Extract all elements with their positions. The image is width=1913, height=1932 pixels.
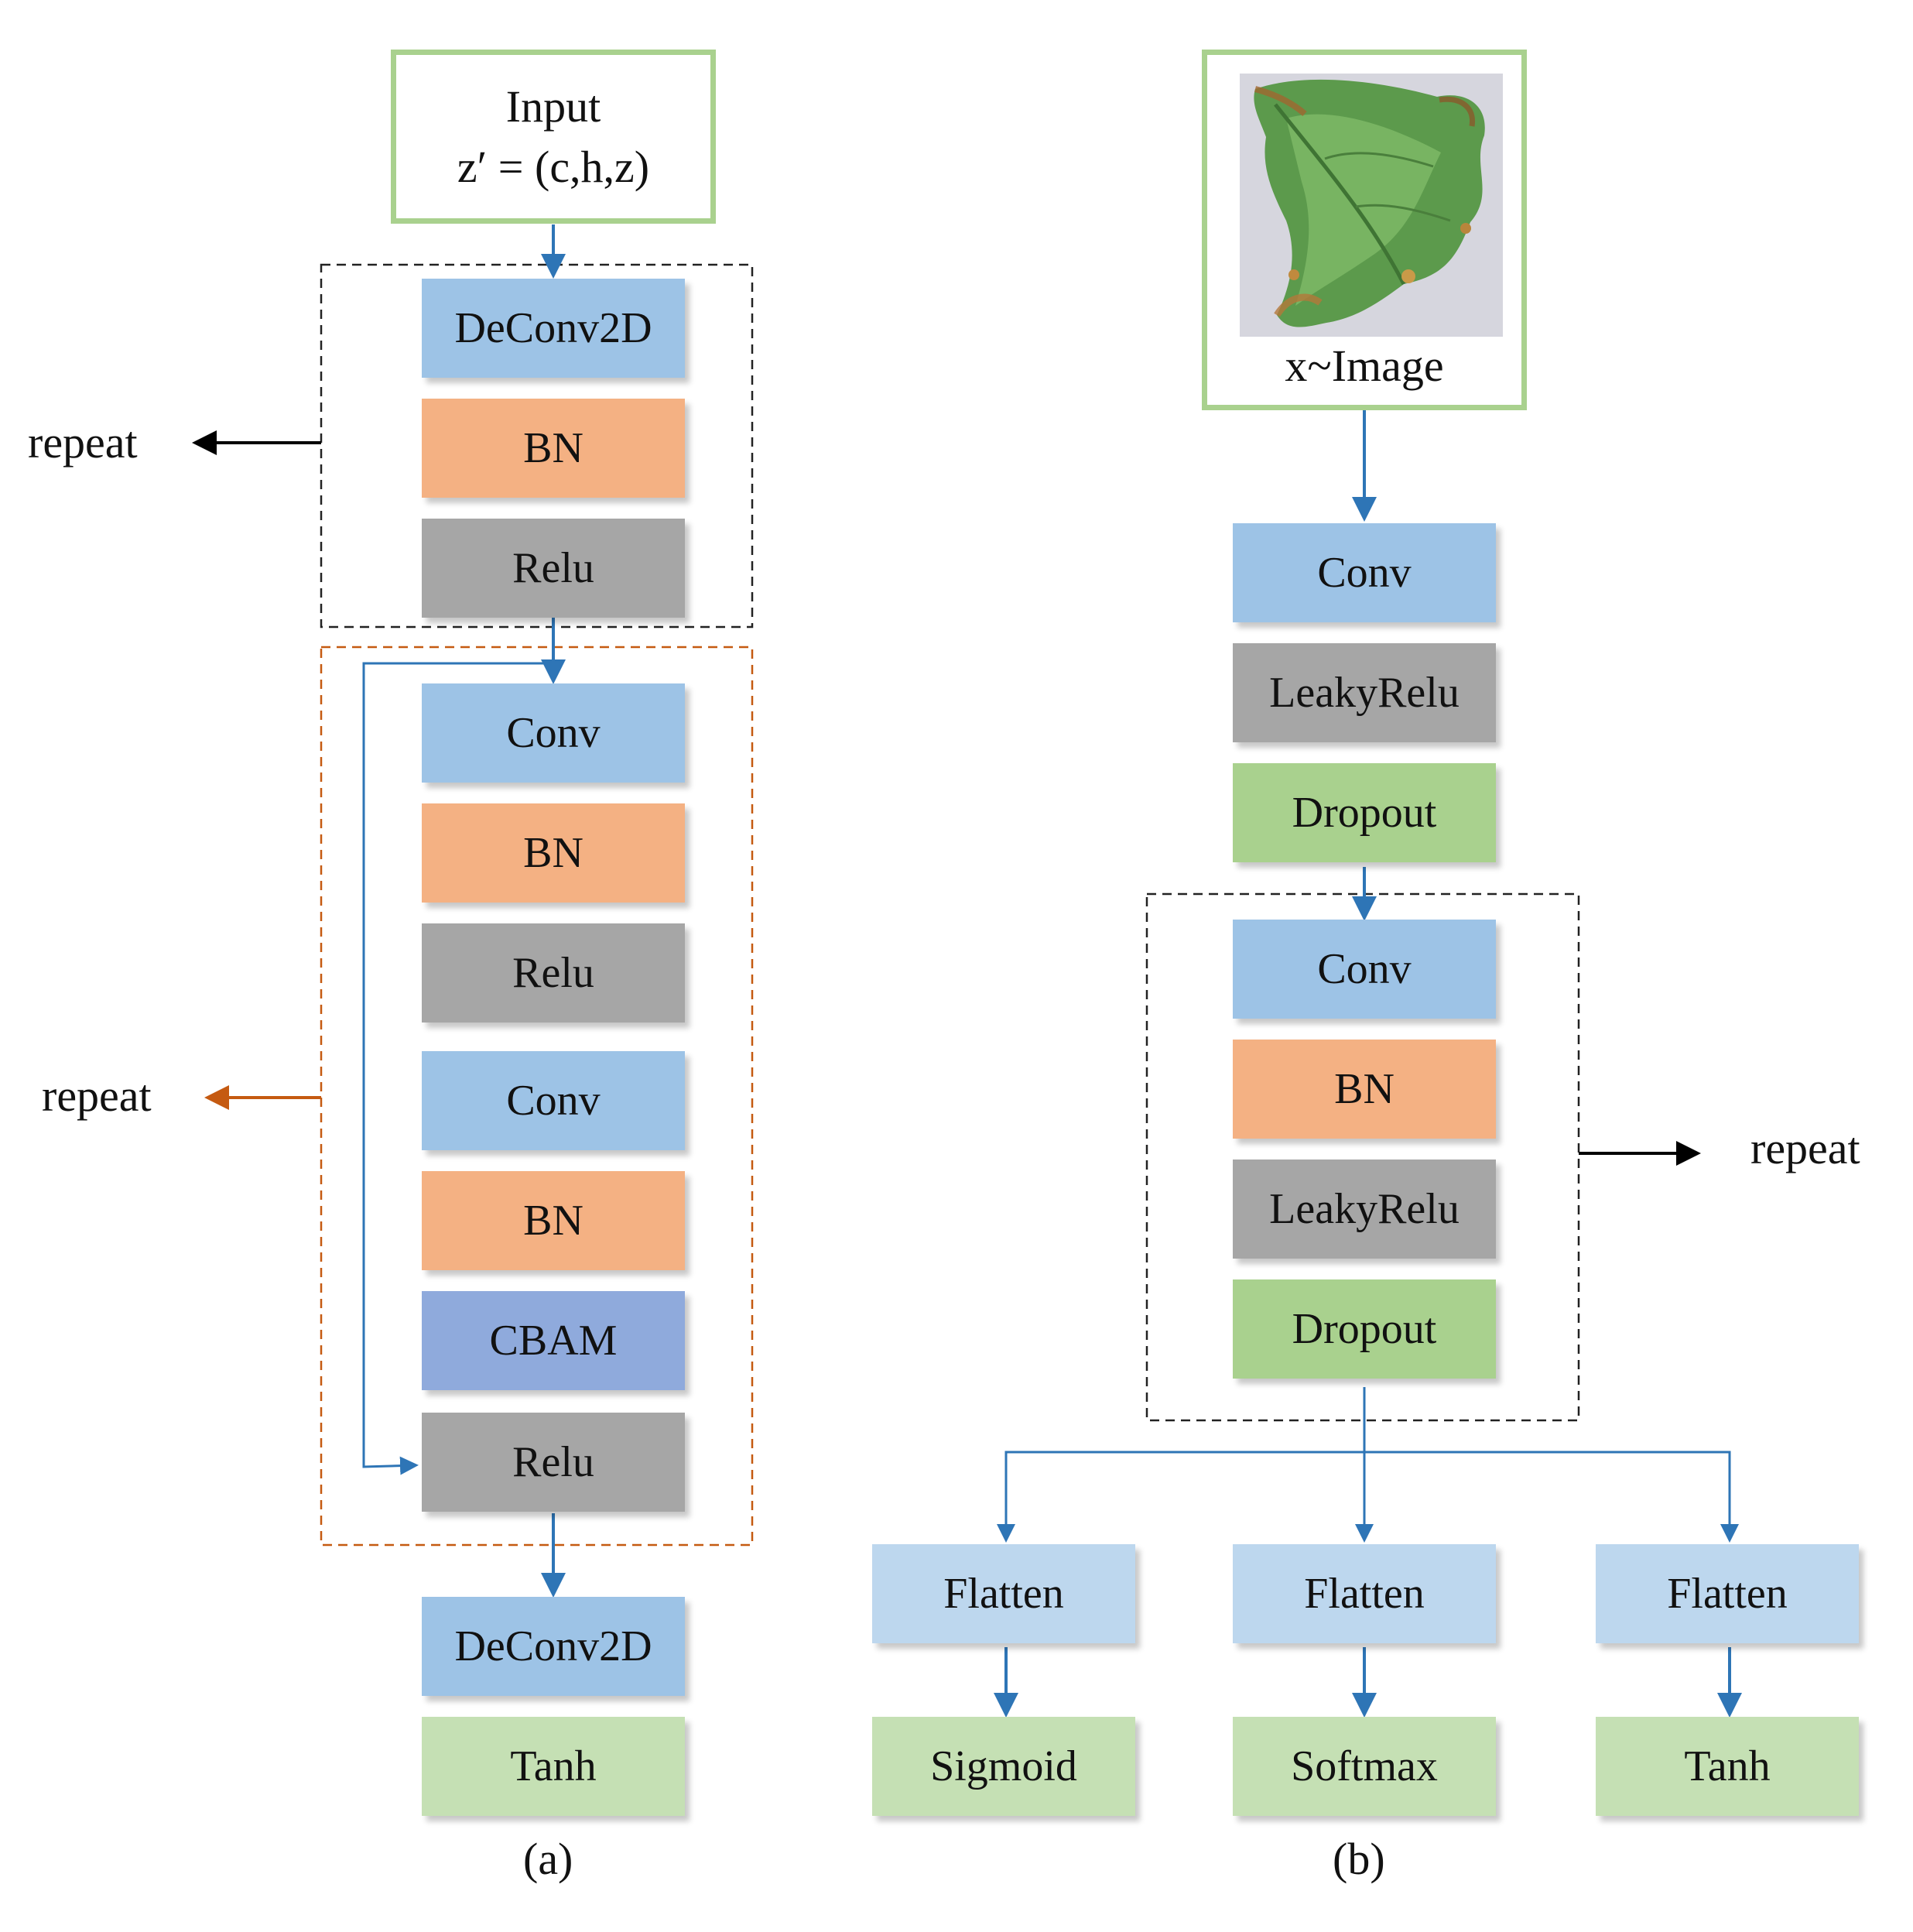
input-title: Input [505,80,601,132]
bn-block: BN [422,1171,685,1270]
branch-left [997,1451,1364,1543]
input-node: Input z′ = (c,h,z) [391,50,716,224]
conv-block: Conv [422,683,685,783]
image-input-node: x~Image [1202,50,1527,410]
flatten-block-middle: Flatten [1233,1544,1496,1643]
leakyrelu-block: LeakyRelu [1233,643,1496,742]
relu-block: Relu [422,923,685,1023]
softmax-block: Softmax [1233,1717,1496,1816]
repeat-label-b: repeat [1750,1123,1860,1173]
branch-right [1364,1451,1739,1543]
sigmoid-block: Sigmoid [872,1717,1135,1816]
relu-block: Relu [422,519,685,618]
leakyrelu-block: LeakyRelu [1233,1160,1496,1259]
bn-block: BN [1233,1040,1496,1139]
input-formula: z′ = (c,h,z) [457,141,650,192]
flatten-block-left: Flatten [872,1544,1135,1643]
flatten-block-right: Flatten [1596,1544,1859,1643]
leaf-image [1240,74,1503,337]
residual-skip-connection [362,662,553,1475]
conv-block: Conv [1233,523,1496,622]
dropout-block: Dropout [1233,1279,1496,1379]
bn-block: BN [422,803,685,903]
deconv2d-block: DeConv2D [422,279,685,378]
relu-block: Relu [422,1413,685,1512]
repeat-label-a2: repeat [42,1070,152,1121]
conv-block: Conv [422,1051,685,1150]
repeat-group-a1 [320,263,754,629]
caption-b: (b) [1333,1834,1385,1884]
image-label: x~Image [1285,341,1444,391]
conv-block: Conv [1233,920,1496,1019]
leaf-picture [1240,74,1503,337]
dropout-block: Dropout [1233,763,1496,862]
caption-a: (a) [523,1834,573,1884]
tanh-block: Tanh [422,1717,685,1816]
bn-block: BN [422,399,685,498]
tanh-output-block: Tanh [1596,1717,1859,1816]
deconv2d-output-block: DeConv2D [422,1597,685,1696]
repeat-label-a1: repeat [28,417,138,468]
cbam-block: CBAM [422,1291,685,1390]
